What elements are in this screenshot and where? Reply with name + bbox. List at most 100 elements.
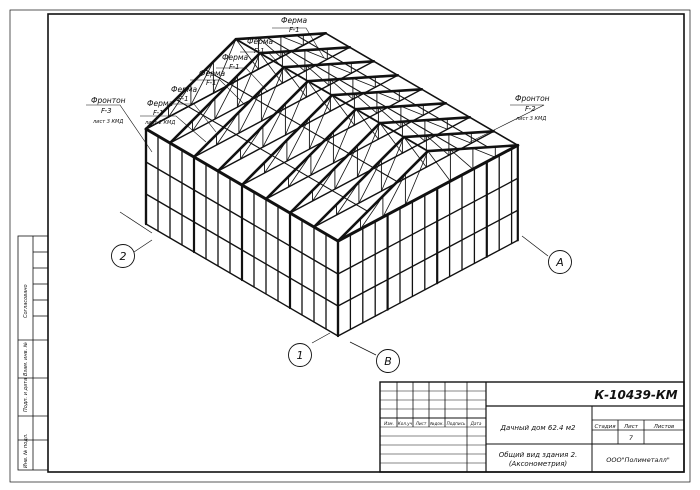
- callout-3-code: F-1: [206, 79, 217, 87]
- truss-web: [355, 108, 379, 140]
- outer-frame: [9, 9, 691, 483]
- side-stamp-text-3: Инв. № подл.: [23, 434, 29, 469]
- truss-web: [308, 94, 333, 150]
- truss-web: [236, 52, 261, 108]
- rev-col-1: Кол.уч: [398, 421, 413, 426]
- truss-web: [448, 133, 472, 144]
- truss-web: [235, 38, 259, 70]
- stage-header-2: Листов: [653, 424, 675, 430]
- purlin: [175, 98, 369, 212]
- callout-3-title: Ферма: [199, 69, 225, 78]
- truss-web: [280, 35, 304, 46]
- truss-web: [288, 153, 312, 188]
- wall-plate: [337, 209, 519, 307]
- callout-2-title: Ферма: [171, 85, 197, 94]
- rev-col-5: Дата: [470, 421, 482, 426]
- truss-web: [427, 150, 451, 182]
- wall-plate: [337, 239, 519, 337]
- truss-web: [257, 37, 282, 58]
- truss-web: [259, 52, 283, 84]
- title-block: [379, 381, 685, 473]
- truss-web: [404, 150, 429, 206]
- callout-5-code: F-1: [254, 47, 265, 55]
- inner-frame: [47, 13, 685, 473]
- doc-code: К-10439-КМ: [594, 388, 677, 402]
- truss-web: [336, 181, 360, 216]
- callout-1-code: F-1: [153, 109, 164, 117]
- eave-beam: [324, 32, 519, 147]
- rev-col-0: Изм.: [384, 421, 394, 426]
- callout-1-title: Ферма: [147, 99, 173, 108]
- wall-plate: [145, 193, 339, 307]
- truss-web: [216, 111, 240, 146]
- truss-web: [332, 108, 357, 164]
- truss-web: [264, 139, 288, 174]
- callout-4-code: F-1: [229, 63, 240, 71]
- callout-2-code: F-1: [178, 95, 189, 103]
- callout-7-code: F-2: [525, 105, 536, 113]
- axis-bubble-1: 1: [288, 343, 312, 367]
- truss-web: [360, 195, 384, 230]
- title-line-2: Общий вид здания 2.: [499, 451, 578, 459]
- callout-0-title: Фронтон: [91, 96, 126, 105]
- axis-bubble-2: 2: [111, 244, 135, 268]
- axis-label-a: A: [555, 256, 564, 269]
- side-stamp-text-0: Согласовано: [23, 284, 29, 318]
- truss-web: [283, 66, 307, 98]
- company-name: ООО"Полиметалл": [606, 456, 670, 464]
- callout-1-ref: лист 2 КМД: [144, 120, 175, 126]
- rev-col-2: Лист: [415, 421, 427, 426]
- truss-chord: [337, 144, 519, 242]
- ridge-beam: [234, 38, 429, 153]
- truss-chord: [241, 88, 423, 186]
- truss-web: [284, 80, 309, 136]
- axis-leaders: [119, 211, 549, 356]
- wall-plate: [145, 223, 339, 337]
- axis-label-1: 1: [297, 349, 304, 362]
- title-line-3: (Аксонометрия): [509, 460, 568, 468]
- purlin: [265, 36, 460, 150]
- rev-col-4: Подпись: [447, 421, 466, 426]
- truss-web: [192, 97, 216, 132]
- truss-web: [403, 136, 427, 168]
- truss-chord: [265, 102, 447, 200]
- callout-0-code: F-3: [101, 107, 112, 115]
- truss-web: [376, 91, 400, 102]
- axis-label-2: 2: [120, 250, 127, 263]
- truss-web: [400, 105, 424, 116]
- truss-web: [312, 167, 336, 202]
- axis-bubble-b: B: [376, 349, 400, 373]
- sheet-number: 7: [629, 434, 634, 442]
- wall-plate: [145, 161, 339, 275]
- truss-web: [379, 122, 403, 154]
- callout-leaders: [86, 27, 545, 153]
- callout-4-title: Ферма: [222, 53, 248, 62]
- truss-chord: [217, 74, 399, 172]
- truss-web: [352, 77, 376, 88]
- truss-web: [260, 66, 285, 122]
- truss-web: [331, 94, 355, 126]
- side-stamp: [17, 235, 49, 471]
- truss-web: [380, 136, 405, 192]
- rev-col-3: №док.: [429, 421, 444, 426]
- truss-web: [472, 147, 496, 158]
- truss-chord: [313, 130, 495, 228]
- truss-web: [424, 119, 448, 130]
- truss-chord: [169, 46, 351, 144]
- building-frame: [144, 31, 520, 338]
- truss-web: [328, 63, 352, 74]
- truss-web: [168, 83, 192, 118]
- truss-web: [212, 38, 237, 94]
- truss-chord: [193, 60, 375, 158]
- wall-plate: [337, 177, 519, 275]
- title-line-1: Дачный дом 62.4 м2: [500, 424, 576, 432]
- callout-7-title: Фронтон: [515, 94, 550, 103]
- callout-0-ref: лист 3 КМД: [92, 119, 123, 125]
- callout-5-title: Ферма: [247, 37, 273, 46]
- truss-web: [356, 122, 381, 178]
- axis-bubble-a: A: [548, 250, 572, 274]
- callout-6-title: Ферма: [281, 16, 307, 25]
- purlin: [295, 34, 489, 148]
- side-stamp-text-2: Подп. и дата: [23, 378, 29, 412]
